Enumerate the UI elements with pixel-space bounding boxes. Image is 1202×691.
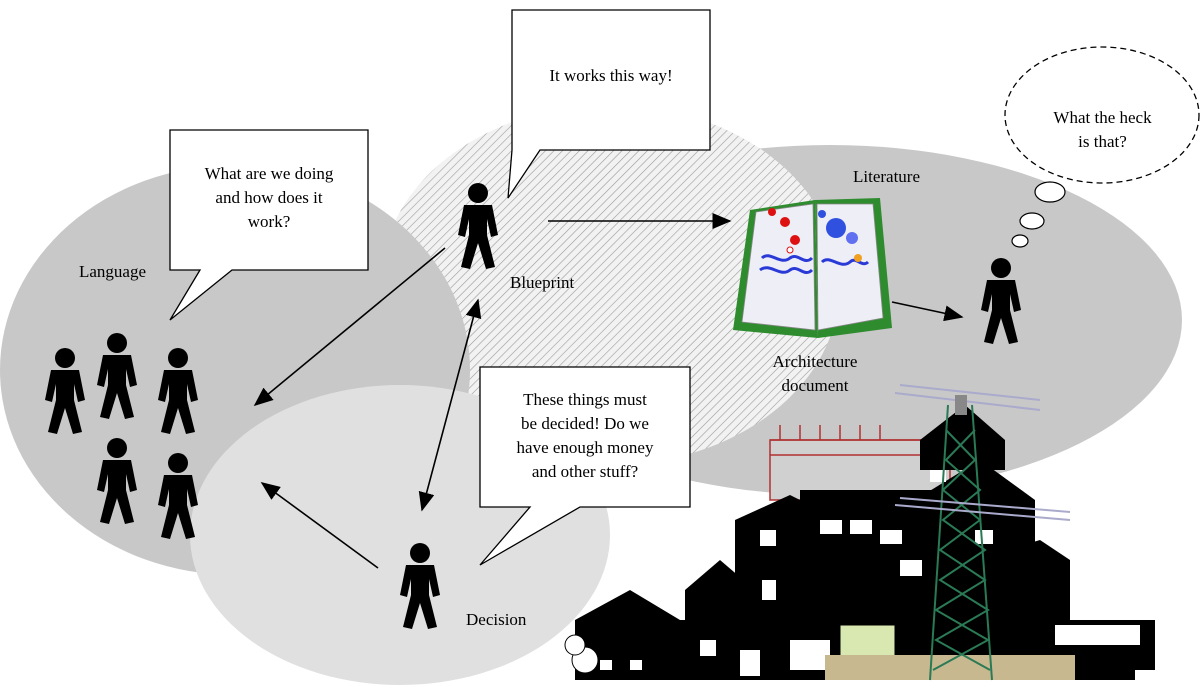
bubble-line: It works this way!	[549, 66, 673, 85]
decision-speech-bubble	[479, 366, 691, 566]
city-skyline-icon	[564, 405, 1155, 680]
thought-dot	[1011, 234, 1029, 248]
blueprint-speech-text: It works this way!	[512, 64, 710, 88]
bubble-line: These things must	[523, 390, 647, 409]
language-speech-text: What are we doing and how does it work?	[170, 162, 368, 234]
thought-dot	[1034, 181, 1066, 203]
arrow-blueprint-to-language	[253, 247, 446, 407]
arrow-blueprint-decision	[418, 298, 482, 512]
thought-bubble	[1004, 46, 1200, 184]
bubble-line: What are we doing	[204, 164, 334, 183]
thought-dot	[1019, 212, 1045, 230]
bubble-line: What the heck	[1053, 108, 1152, 127]
decision-label: Decision	[466, 610, 527, 629]
blueprint-label: Blueprint	[510, 273, 575, 292]
arrow-decision-to-language	[260, 482, 379, 569]
bubble-line: and other stuff?	[531, 462, 639, 481]
bubble-line: be decided! Do we	[521, 414, 649, 433]
architecture-document-label: Architecture document	[745, 350, 885, 398]
arrow-book-to-reader	[891, 301, 964, 322]
reader-thought-text: What the heck is that?	[1020, 106, 1185, 154]
architecture-document-line: Architecture	[772, 352, 858, 371]
radio-tower-icon	[894, 384, 1071, 681]
literature-label: Literature	[853, 167, 921, 186]
blueprint-speech-bubble	[507, 9, 711, 199]
book-icon	[733, 198, 892, 338]
architecture-document-line: document	[781, 376, 849, 395]
bubble-line: is that?	[1078, 132, 1127, 151]
bubble-line: and how does it	[215, 188, 323, 207]
language-speech-bubble	[169, 129, 369, 321]
bubble-line: have enough money	[516, 438, 654, 457]
language-label: Language	[79, 262, 147, 281]
bubble-line: work?	[247, 212, 291, 231]
decision-speech-text: These things must be decided! Do we have…	[480, 388, 690, 484]
